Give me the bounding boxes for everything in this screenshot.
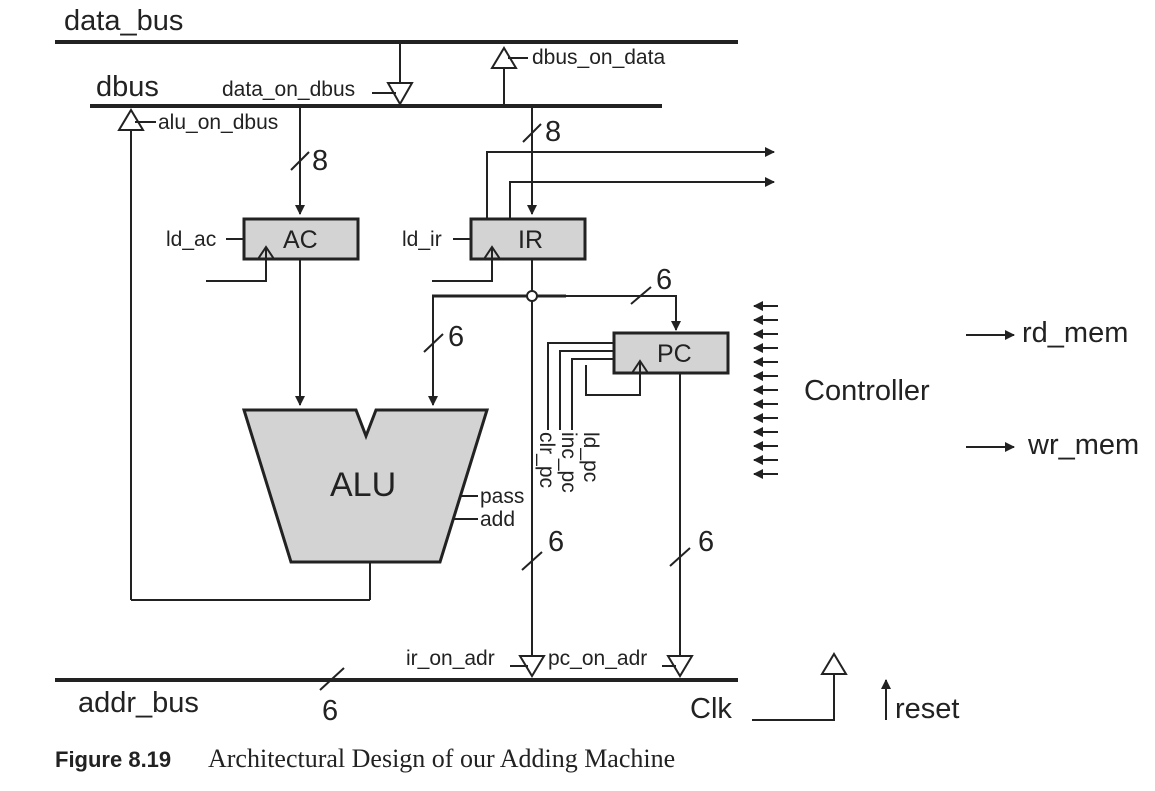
- alu-on-dbus-buffer: [117, 108, 145, 131]
- ir-pc-width-slash: [630, 286, 652, 305]
- alu-on-dbus-label: alu_on_dbus: [158, 111, 278, 134]
- ir-alu-width-label: 6: [448, 321, 464, 353]
- wr-mem-label: wr_mem: [1027, 429, 1139, 461]
- reset-label: reset: [895, 693, 959, 725]
- ir-on-adr-label: ir_on_adr: [406, 647, 495, 670]
- clr-pc-wire: [547, 342, 614, 430]
- clr-pc-label: clr_pc: [535, 432, 558, 488]
- inc-pc-wire: [559, 350, 614, 430]
- controller-label: Controller: [804, 375, 930, 407]
- data-bus-label: data_bus: [64, 5, 183, 37]
- ir-junction-dot: [526, 290, 538, 302]
- ir-pc-width-label: 6: [656, 264, 672, 296]
- pc-register-label: PC: [657, 340, 692, 368]
- pass-label: pass: [480, 485, 524, 508]
- ld-ac-label: ld_ac: [166, 228, 216, 251]
- addr-bus-width-slash: [319, 667, 345, 691]
- pc-addr-width-label: 6: [698, 526, 714, 558]
- dbus-ac-width-label: 8: [312, 145, 328, 177]
- clk-label: Clk: [690, 693, 732, 725]
- ir-to-pc-wire: [566, 295, 681, 331]
- dbus-ir-width-slash: [522, 123, 542, 143]
- ir-opcode-wire-2: [509, 177, 775, 219]
- ld-ir-label: ld_ir: [402, 228, 442, 251]
- rd-mem-label: rd_mem: [1022, 317, 1128, 349]
- alu-block: [241, 408, 490, 564]
- pc-clock-wire: [585, 361, 641, 396]
- inc-pc-label: inc_pc: [557, 432, 580, 493]
- figure-number: Figure 8.19: [55, 747, 171, 772]
- pc-on-adr-label: pc_on_adr: [548, 647, 647, 670]
- pc-addr-width-slash: [669, 547, 691, 567]
- ac-clock-wire: [206, 247, 267, 282]
- addr-bus-label: addr_bus: [78, 687, 199, 719]
- dbus-on-data-label: dbus_on_data: [532, 46, 665, 69]
- controller-control-arrows: [753, 301, 778, 479]
- ac-register-label: AC: [283, 226, 318, 254]
- ir-addr-width-label: 6: [548, 526, 564, 558]
- add-label: add: [480, 508, 515, 531]
- ld-pc-label: ld_pc: [579, 432, 602, 482]
- pc-register: [612, 331, 730, 375]
- alu-label: ALU: [330, 466, 396, 504]
- ir-register: [469, 217, 587, 261]
- ir-alu-width-slash: [423, 333, 444, 353]
- ir-addr-width-slash: [521, 551, 543, 571]
- ir-register-label: IR: [518, 226, 543, 254]
- clk-edge-icon: [820, 652, 848, 675]
- ir-clock-wire: [432, 247, 493, 282]
- ld-pc-wire: [571, 358, 614, 430]
- ir-opcode-wire-1: [486, 147, 775, 219]
- figure-caption: Architectural Design of our Adding Machi…: [208, 744, 675, 773]
- dbus-ac-width-slash: [290, 151, 310, 171]
- clk-wire: [752, 674, 835, 721]
- data-on-dbus-label: data_on_dbus: [222, 78, 355, 101]
- addr-bus-width-label: 6: [322, 695, 338, 727]
- dbus-label: dbus: [96, 71, 159, 103]
- dbus-ir-width-label: 8: [545, 116, 561, 148]
